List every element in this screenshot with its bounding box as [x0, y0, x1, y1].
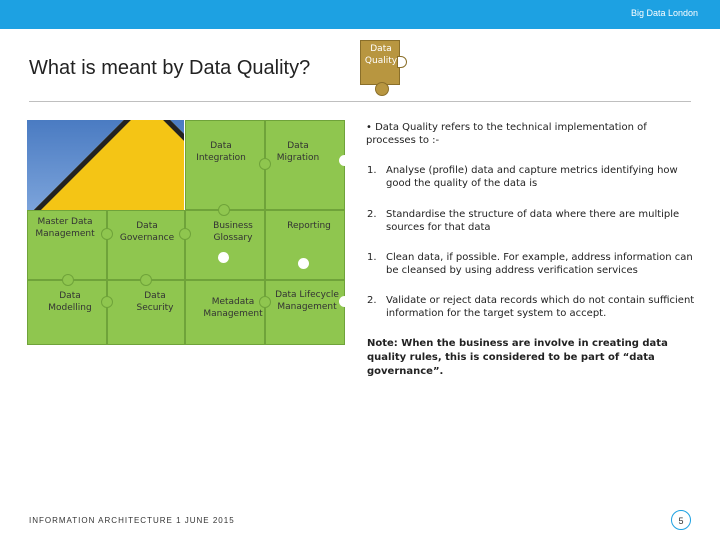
puzzle-knob — [179, 228, 191, 240]
puzzle-notch — [339, 155, 350, 166]
piece-label-data-governance: Data Governance — [119, 221, 175, 243]
data-quality-piece-knob — [375, 82, 389, 96]
piece-label-metadata-management: Metadata Management — [203, 297, 263, 319]
list-item-number: 1. — [367, 165, 377, 176]
header-bar: Big Data London — [0, 0, 720, 29]
caution-sign-icon — [33, 120, 184, 216]
piece-label-data-modelling: Data Modelling — [48, 291, 92, 313]
puzzle-knob — [101, 296, 113, 308]
puzzle-knob — [62, 274, 74, 286]
list-item-number: 1. — [367, 252, 377, 263]
puzzle-piece — [107, 280, 185, 345]
puzzle-piece — [27, 210, 107, 280]
piece-label-data-migration: Data Migration — [276, 141, 320, 163]
page-title: What is meant by Data Quality? — [29, 57, 311, 79]
piece-label-business-glossary: Business Glossary — [213, 221, 253, 243]
data-quality-piece-label: Data Quality — [364, 44, 398, 66]
list-item-text: Standardise the structure of data where … — [386, 209, 680, 233]
footer-text: INFORMATION ARCHITECTURE 1 JUNE 2015 — [29, 516, 235, 525]
list-item-number: 2. — [367, 209, 377, 220]
piece-label-master-data-management: Master Data Management — [35, 217, 95, 239]
list-item-text: Analyse (profile) data and capture metri… — [386, 165, 678, 189]
data-quality-piece-body — [360, 40, 400, 85]
intro-bullet: • Data Quality refers to the technical i… — [366, 122, 647, 146]
puzzle-knob — [259, 296, 271, 308]
list-item-number: 2. — [367, 295, 377, 306]
brand-text: Big Data London — [630, 8, 698, 18]
governance-note: Note: When the business are involve in c… — [367, 338, 668, 377]
data-quality-piece-notch — [397, 56, 407, 68]
puzzle-knob — [140, 274, 152, 286]
puzzle-notch — [339, 296, 350, 307]
piece-label-reporting: Reporting — [287, 221, 331, 231]
puzzle-notch — [218, 252, 229, 263]
piece-label-data-integration: Data Integration — [196, 141, 246, 163]
title-divider — [29, 101, 691, 102]
list-item-text: Validate or reject data records which do… — [386, 295, 695, 319]
puzzle-knob — [259, 158, 271, 170]
puzzle-knob — [218, 204, 230, 216]
puzzle-notch — [298, 258, 309, 269]
puzzle-piece — [265, 120, 345, 210]
piece-label-data-security: Data Security — [136, 291, 174, 313]
puzzle-knob — [101, 228, 113, 240]
puzzle-piece — [185, 280, 265, 345]
piece-label-data-lifecycle-management: Data Lifecycle Management — [275, 290, 339, 312]
page-number: 5 — [671, 510, 691, 530]
puzzle-piece — [265, 280, 345, 345]
puzzle-piece — [185, 120, 265, 210]
caution-sign-photo — [27, 120, 184, 216]
list-item-text: Clean data, if possible. For example, ad… — [386, 252, 693, 276]
puzzle-piece — [107, 210, 185, 280]
